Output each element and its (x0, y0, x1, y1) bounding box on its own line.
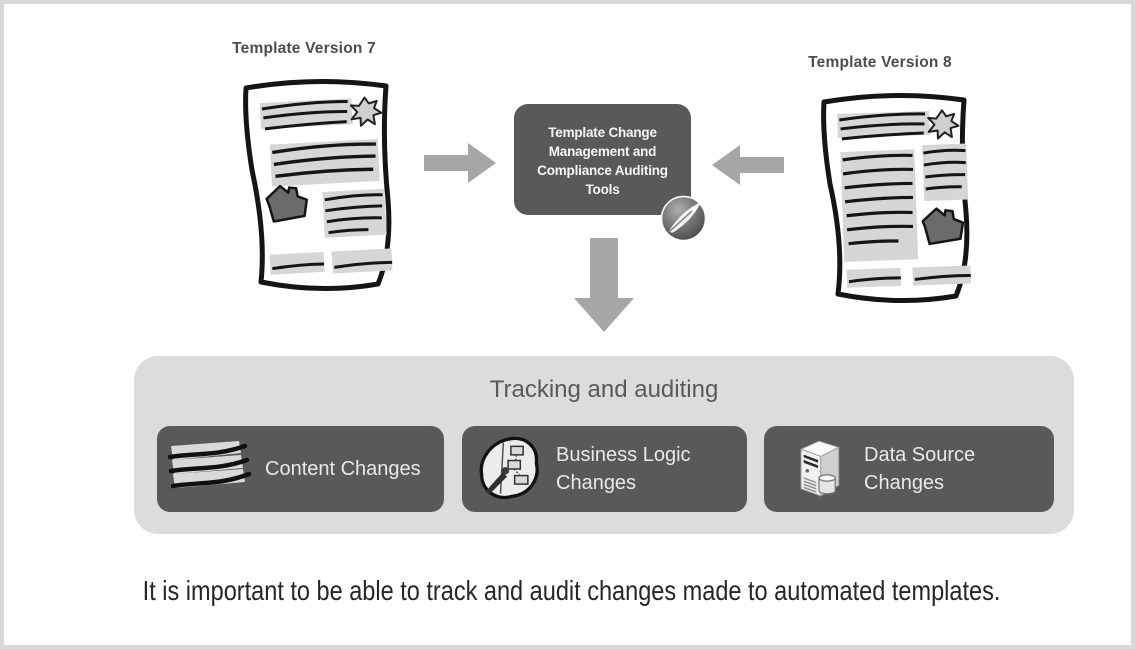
tile-label: Content Changes (265, 458, 421, 480)
tile-label: Data Source Changes (864, 444, 976, 494)
template-v7-document-icon (226, 70, 411, 300)
data-source-icon (792, 436, 846, 502)
tracking-auditing-panel: Tracking and auditing Content Changes (134, 356, 1074, 534)
pen-badge-icon (660, 195, 707, 242)
business-logic-changes-tile: Business Logic Changes (462, 426, 747, 512)
arrow-right-icon (424, 141, 496, 185)
center-box-line: Tools (585, 181, 620, 197)
content-changes-icon (165, 438, 253, 500)
arrow-left-icon (712, 143, 784, 187)
template-v7-label: Template Version 7 (232, 40, 376, 57)
panel-title: Tracking and auditing (489, 376, 719, 403)
template-v8-label: Template Version 8 (808, 54, 952, 71)
data-source-changes-tile: Data Source Changes (764, 426, 1054, 512)
caption-text: It is important to be able to track and … (142, 575, 1001, 606)
business-logic-icon (476, 435, 542, 503)
tile-label: Business Logic Changes (556, 444, 691, 494)
change-management-box: Template Change Management and Complianc… (514, 104, 691, 215)
content-changes-tile: Content Changes (157, 426, 444, 512)
template-v8-document-icon (802, 86, 987, 311)
center-box-line: Compliance Auditing (537, 162, 668, 178)
center-box-line: Template Change (548, 124, 657, 140)
arrow-down-icon (574, 238, 634, 332)
caption: It is important to be able to track and … (4, 575, 1131, 607)
center-box-line: Management and (548, 143, 657, 159)
